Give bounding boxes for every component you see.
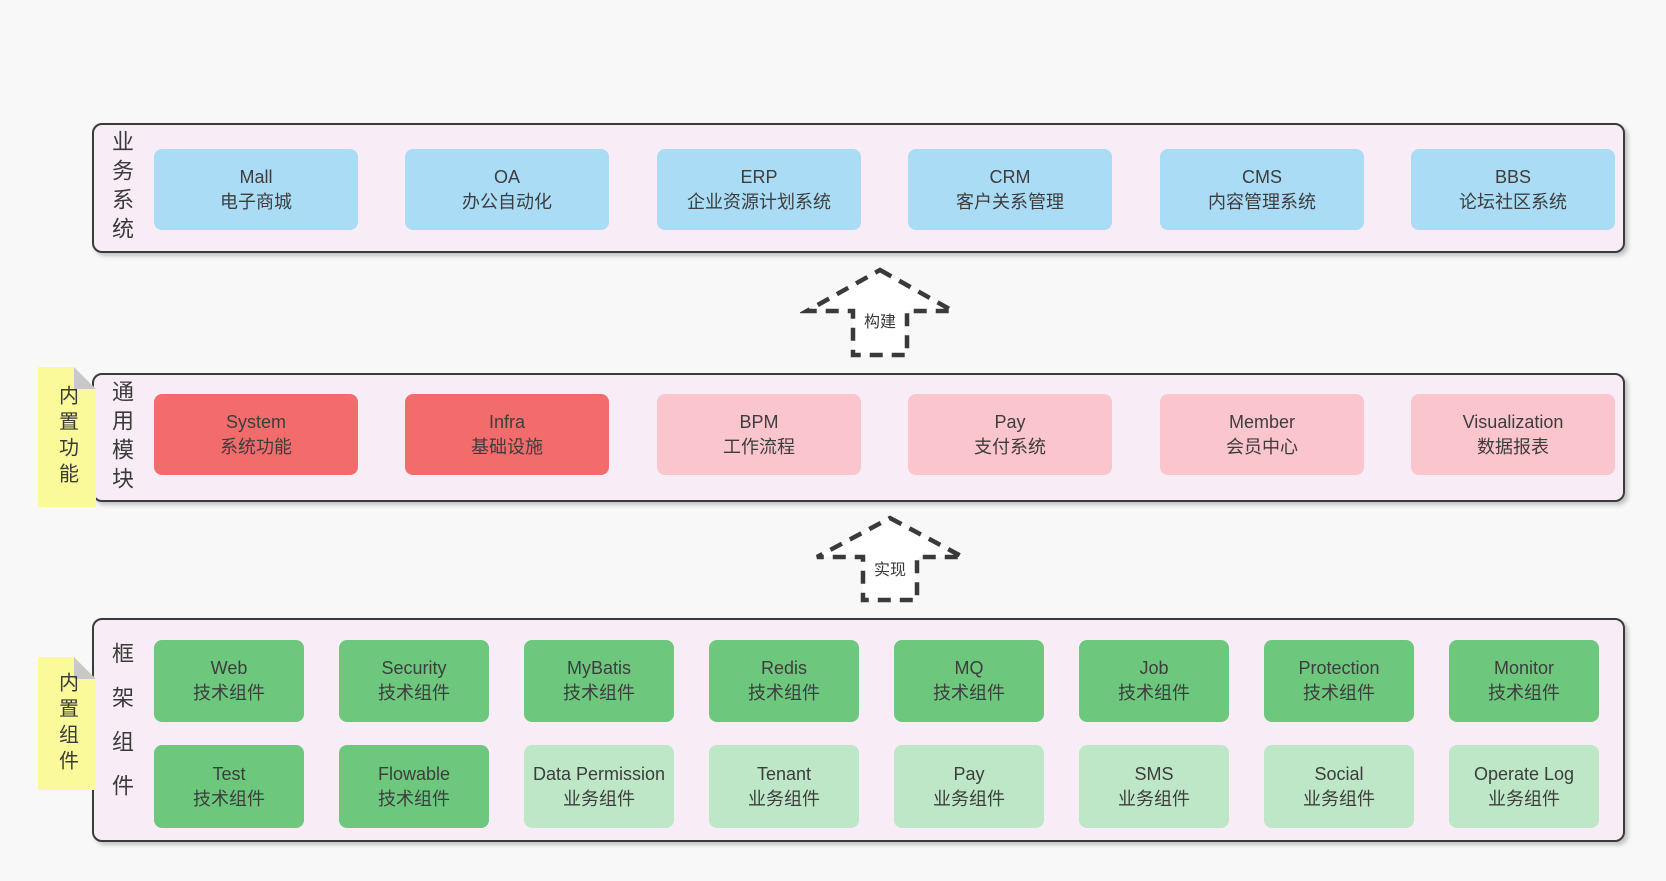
box-title: Flowable <box>377 763 451 784</box>
box-title: Data Permission <box>532 763 666 784</box>
box-subtitle: 技术组件 <box>193 788 265 809</box>
diagram-box-visualization: Visualization 数据报表 <box>1411 394 1615 475</box>
diagram-box-erp: ERP 企业资源计划系统 <box>657 149 861 230</box>
box-title: OA <box>493 166 520 187</box>
box-subtitle: 技术组件 <box>378 788 450 809</box>
arrow-implement: 实现 <box>810 508 970 608</box>
box-title: BBS <box>1494 166 1532 187</box>
box-title: Protection <box>1298 658 1380 679</box>
diagram-box-mall: Mall 电子商城 <box>154 149 358 230</box>
box-title: Visualization <box>1462 411 1564 432</box>
box-title: System <box>225 411 286 432</box>
box-title: Pay <box>994 411 1026 432</box>
box-subtitle: 技术组件 <box>1118 683 1190 703</box>
box-title: Pay <box>953 763 985 784</box>
sticky-functions-label: 内置功能 <box>55 385 78 489</box>
box-subtitle: 系统功能 <box>220 436 292 457</box>
diagram-box-member: Member 会员中心 <box>1160 394 1364 475</box>
box-title: BPM <box>739 411 779 432</box>
sticky-components-label: 内置组件 <box>55 671 78 776</box>
box-subtitle: 客户关系管理 <box>956 191 1064 212</box>
arrow-build: 构建 <box>800 260 960 360</box>
box-subtitle: 业务组件 <box>748 788 820 809</box>
diagram-box-web: Web 技术组件 <box>154 640 304 722</box>
box-title: Monitor <box>1493 658 1555 679</box>
diagram-box-oa: OA 办公自动化 <box>405 149 609 230</box>
box-subtitle: 基础设施 <box>471 436 543 457</box>
diagram-box-sms: SMS 业务组件 <box>1079 745 1229 828</box>
diagram-box-flowable: Flowable 技术组件 <box>339 745 489 828</box>
box-title: MQ <box>954 658 984 679</box>
box-subtitle: 支付系统 <box>974 436 1046 457</box>
diagram-box-infra: Infra 基础设施 <box>405 394 609 475</box>
box-subtitle: 电子商城 <box>220 191 292 212</box>
box-subtitle: 会员中心 <box>1226 436 1298 457</box>
diagram-box-pay: Pay 支付系统 <box>908 394 1112 475</box>
box-subtitle: 业务组件 <box>1488 788 1560 809</box>
box-title: Operate Log <box>1473 763 1575 784</box>
box-title: Mall <box>239 166 273 187</box>
box-title: Tenant <box>756 763 812 784</box>
diagram-box-cms: CMS 内容管理系统 <box>1160 149 1364 230</box>
box-subtitle: 业务组件 <box>563 788 635 809</box>
box-title: Test <box>212 763 246 784</box>
box-subtitle: 技术组件 <box>933 683 1005 703</box>
box-subtitle: 论坛社区系统 <box>1459 191 1567 212</box>
diagram-box-mybatis: MyBatis 技术组件 <box>524 640 674 722</box>
diagram-box-data-permission: Data Permission 业务组件 <box>524 745 674 828</box>
diagram-box-tenant: Tenant 业务组件 <box>709 745 859 828</box>
diagram-box-mq: MQ 技术组件 <box>894 640 1044 722</box>
diagram-box-test: Test 技术组件 <box>154 745 304 828</box>
box-subtitle: 数据报表 <box>1477 436 1549 457</box>
box-subtitle: 业务组件 <box>933 788 1005 809</box>
diagram-box-pay: Pay 业务组件 <box>894 745 1044 828</box>
box-subtitle: 技术组件 <box>1303 683 1375 703</box>
box-subtitle: 技术组件 <box>1488 683 1560 703</box>
arrow-implement-label: 实现 <box>870 554 910 582</box>
panel-business-side-label: 业务系统 <box>109 130 134 246</box>
box-title: SMS <box>1134 763 1174 784</box>
diagram-box-operate-log: Operate Log 业务组件 <box>1449 745 1599 828</box>
box-title: CRM <box>989 166 1031 187</box>
box-subtitle: 技术组件 <box>378 683 450 703</box>
panel-modules-side-label: 通用模块 <box>109 379 134 496</box>
diagram-box-social: Social 业务组件 <box>1264 745 1414 828</box>
panel-common-modules: 通用模块 System 系统功能 Infra 基础设施 BPM 工作流程 Pay 支付系统 Me… <box>92 373 1625 502</box>
box-title: Job <box>1139 658 1169 679</box>
panel-business-systems: 业务系统 Mall 电子商城 OA 办公自动化 ERP 企业资源计划系统 CRM 客户关系管理… <box>92 123 1625 253</box>
box-title: ERP <box>740 166 778 187</box>
sticky-note-built-in-components: 内置组件 <box>38 657 96 790</box>
diagram-box-monitor: Monitor 技术组件 <box>1449 640 1599 722</box>
diagram-box-crm: CRM 客户关系管理 <box>908 149 1112 230</box>
box-title: Redis <box>760 658 808 679</box>
box-title: MyBatis <box>566 658 631 679</box>
box-subtitle: 技术组件 <box>748 683 820 703</box>
box-title: Infra <box>488 411 526 432</box>
box-subtitle: 业务组件 <box>1118 788 1190 809</box>
diagram-box-system: System 系统功能 <box>154 394 358 475</box>
diagram-box-bpm: BPM 工作流程 <box>657 394 861 475</box>
diagram-box-protection: Protection 技术组件 <box>1264 640 1414 722</box>
box-subtitle: 业务组件 <box>1303 788 1375 809</box>
sticky-note-built-in-functions: 内置功能 <box>38 367 96 507</box>
diagram-box-bbs: BBS 论坛社区系统 <box>1411 149 1615 230</box>
box-subtitle: 工作流程 <box>723 436 795 457</box>
box-subtitle: 技术组件 <box>563 683 635 703</box>
panel-components-side-label: 框架组件 <box>109 642 134 818</box>
box-title: Web <box>210 658 248 679</box>
box-title: Member <box>1228 411 1295 432</box>
box-subtitle: 内容管理系统 <box>1208 191 1316 212</box>
box-subtitle: 办公自动化 <box>462 191 552 212</box>
box-title: Security <box>381 658 447 679</box>
box-subtitle: 企业资源计划系统 <box>687 191 831 212</box>
diagram-box-security: Security 技术组件 <box>339 640 489 722</box>
box-subtitle: 技术组件 <box>193 683 265 703</box>
box-title: Social <box>1314 763 1364 784</box>
diagram-box-redis: Redis 技术组件 <box>709 640 859 722</box>
box-title: CMS <box>1242 166 1282 187</box>
diagram-box-job: Job 技术组件 <box>1079 640 1229 722</box>
arrow-build-label: 构建 <box>860 306 900 334</box>
